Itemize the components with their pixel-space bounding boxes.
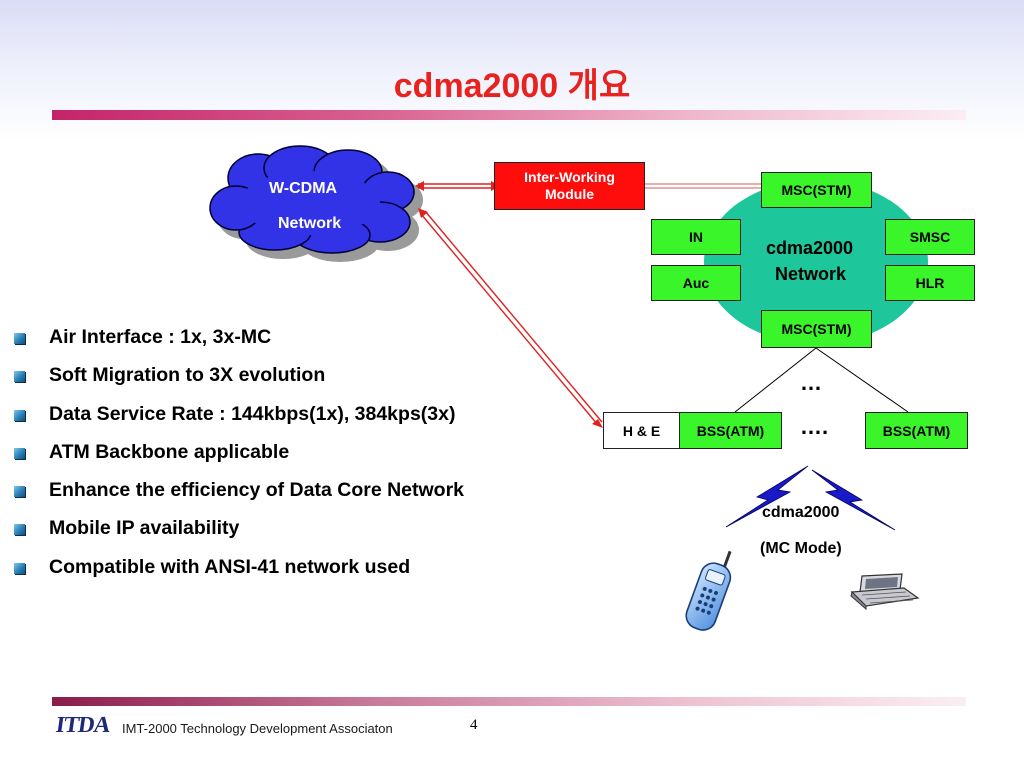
link-iwm-msc <box>644 183 761 189</box>
bss-atm-right-box: BSS(ATM) <box>865 412 968 449</box>
core-network-label-2: Network <box>775 264 847 284</box>
bullet-text: Soft Migration to 3X evolution <box>49 364 326 387</box>
lightning-left-icon <box>725 465 809 528</box>
bullet-text: ATM Backbone applicable <box>49 440 290 463</box>
msc-stm-top-box: MSC(STM) <box>761 172 872 208</box>
dots-lower: …. <box>800 414 829 439</box>
wcdma-cloud-label-1: W-CDMA <box>269 180 338 197</box>
bss-atm-left-box: BSS(ATM) <box>679 412 782 449</box>
bullet-square-icon <box>14 371 25 383</box>
mc-mode-label-1: cdma2000 <box>762 504 840 521</box>
msc-bss-links <box>734 347 909 413</box>
auc-box: Auc <box>651 265 741 301</box>
bullet-list: Air Interface : 1x, 3x-MC Soft Migration… <box>14 324 464 592</box>
bullet-text: Compatible with ANSI-41 network used <box>49 555 411 578</box>
bullet-item: Air Interface : 1x, 3x-MC <box>14 324 464 362</box>
dots-upper: … <box>800 370 822 395</box>
bullet-text: Enhance the efficiency of Data Core Netw… <box>49 479 465 502</box>
lightning-right-icon <box>811 469 896 531</box>
mobile-phone-icon <box>685 550 732 631</box>
iwm-label-2: Module <box>545 186 594 202</box>
bullet-item: ATM Backbone applicable <box>14 439 464 477</box>
bullet-square-icon <box>14 409 25 421</box>
bullet-item: Enhance the efficiency of Data Core Netw… <box>14 477 464 515</box>
bullet-square-icon <box>14 562 25 574</box>
in-box: IN <box>651 219 741 255</box>
link-cloud-he <box>420 210 603 426</box>
footer-organization: IMT-2000 Technology Development Associat… <box>122 721 393 736</box>
hlr-box: HLR <box>885 265 975 301</box>
bullet-text: Air Interface : 1x, 3x-MC <box>49 326 272 348</box>
iwm-label-1: Inter-Working <box>524 169 615 185</box>
core-network-label-1: cdma2000 <box>766 238 854 258</box>
bullet-item: Soft Migration to 3X evolution <box>14 362 464 400</box>
mc-mode-label-2: (MC Mode) <box>760 540 842 557</box>
wcdma-cloud-label-2: Network <box>278 215 342 232</box>
bullet-item: Mobile IP availability <box>14 515 464 553</box>
link-cloud-iwm <box>418 183 494 189</box>
bullet-square-icon <box>14 333 25 344</box>
bullet-square-icon <box>14 486 25 498</box>
header-rule <box>52 110 966 120</box>
core-network-ellipse <box>704 180 928 344</box>
slide-title: cdma2000 개요 <box>393 67 631 105</box>
page-number: 4 <box>470 717 478 733</box>
bullet-square-icon <box>14 524 25 536</box>
h-and-e-box: H & E <box>603 412 680 449</box>
bullet-text: Mobile IP availability <box>49 517 240 540</box>
laptop-icon <box>850 573 920 611</box>
bullet-item: Data Service Rate : 144kbps(1x), 384kps(… <box>14 401 464 439</box>
bullet-square-icon <box>14 447 25 459</box>
bullet-text: Data Service Rate : 144kbps(1x), 384kps(… <box>49 402 456 425</box>
itda-logo: ITDA <box>54 712 111 738</box>
bullet-item: Compatible with ANSI-41 network used <box>14 554 464 592</box>
itda-logo-text: ITDA <box>54 712 112 737</box>
inter-working-module: Inter-Working Module <box>494 162 645 210</box>
smsc-box: SMSC <box>885 219 975 255</box>
msc-stm-bottom-box: MSC(STM) <box>761 310 872 348</box>
